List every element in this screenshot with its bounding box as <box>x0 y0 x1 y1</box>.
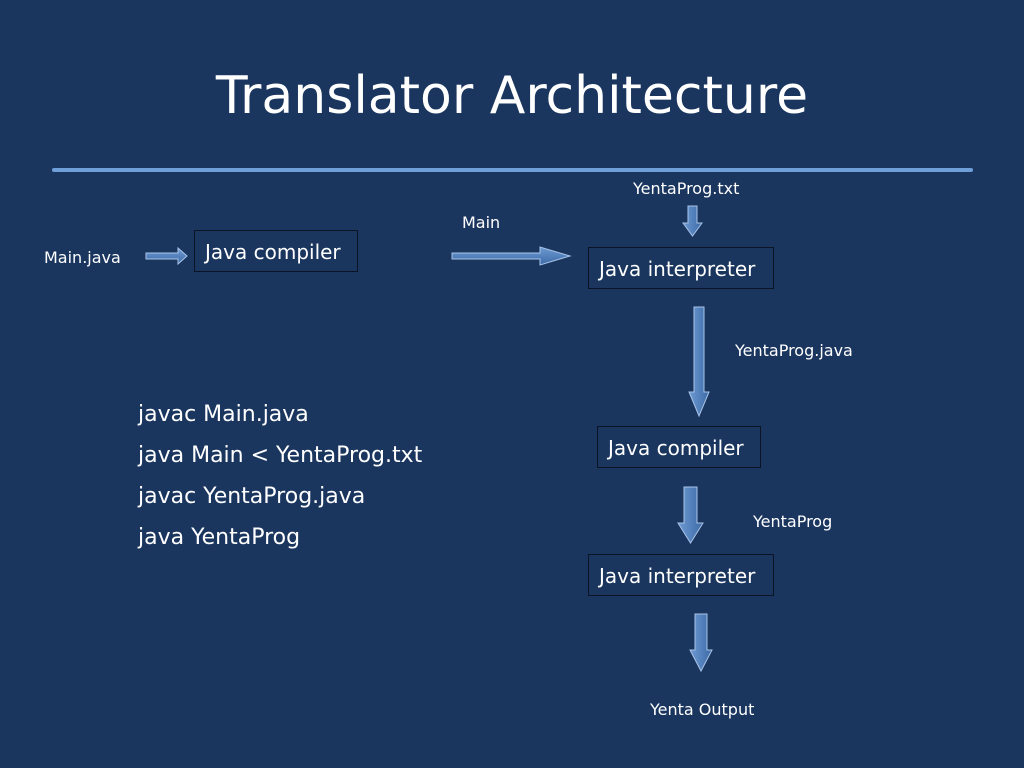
label-yentaprog-java: YentaProg.java <box>735 341 853 360</box>
label-yentaprog-txt: YentaProg.txt <box>633 179 740 198</box>
box-java-interpreter-2: Java interpreter <box>588 554 774 596</box>
label-main-java: Main.java <box>44 248 121 267</box>
command-line: javac YentaProg.java <box>138 484 366 509</box>
arrow-mainjava-to-compiler <box>145 246 188 266</box>
command-line: java Main < YentaProg.txt <box>138 443 423 468</box>
box-java-interpreter-1: Java interpreter <box>588 247 774 289</box>
box-java-compiler-1: Java compiler <box>194 230 358 272</box>
label-main: Main <box>462 213 501 232</box>
arrow-yentaprogtxt-to-interpreter <box>682 205 703 237</box>
command-line: javac Main.java <box>138 402 309 427</box>
command-line: java YentaProg <box>138 525 301 550</box>
label-yenta-output: Yenta Output <box>650 700 755 719</box>
title-divider <box>52 168 973 172</box>
arrow-compiler-to-interpreter-2 <box>677 486 704 544</box>
arrow-interpreter-to-compiler <box>688 306 710 418</box>
arrow-interpreter-to-output <box>689 613 713 673</box>
slide-title: Translator Architecture <box>215 66 809 126</box>
box-java-compiler-2: Java compiler <box>597 426 761 468</box>
label-yentaprog: YentaProg <box>753 512 833 531</box>
arrow-compiler-to-interpreter <box>451 246 572 266</box>
command-list: javac Main.java java Main < YentaProg.tx… <box>138 400 422 564</box>
